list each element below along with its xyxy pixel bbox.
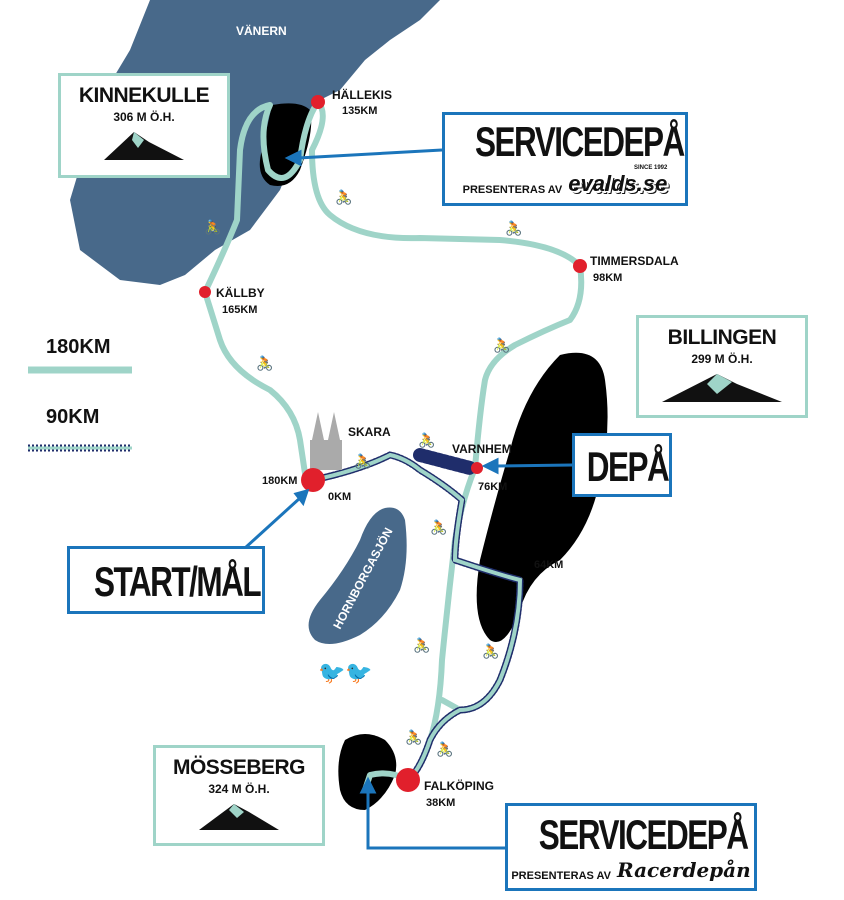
skara-label: SKARA	[348, 425, 391, 439]
mountain-icon	[662, 374, 782, 402]
evalds-logo: evalds.se	[568, 171, 668, 196]
cyclist-icon: 🚴	[482, 643, 499, 660]
stop-skara[interactable]	[301, 468, 325, 492]
cyclist-icon: 🚴	[413, 637, 430, 654]
cyclist-icon: 🚴	[256, 355, 273, 372]
stop-timmersdala[interactable]	[573, 259, 587, 273]
presented-by-label: PRESENTERAS AV	[511, 870, 611, 882]
callout-title: DEPÅ	[586, 443, 670, 490]
stop-hallekis[interactable]	[311, 95, 325, 109]
callout-arrows	[243, 148, 573, 850]
vanern-label: VÄNERN	[236, 23, 287, 38]
falkoping-label: FALKÖPING	[424, 778, 494, 793]
falkoping-km: 38KM	[426, 797, 455, 809]
cyclist-icon: 🚴	[418, 432, 435, 449]
varnhem-km: 76KM	[478, 481, 507, 493]
cyclist-icon: 🚴	[204, 219, 221, 236]
mountain-name: MÖSSEBERG	[172, 756, 306, 779]
route-90km	[309, 448, 524, 784]
skara-cathedral-icon	[310, 412, 342, 470]
mountain-box-mosseberg: MÖSSEBERG 324 M Ö.H.	[153, 745, 325, 846]
depot-callout[interactable]: DEPÅ	[572, 433, 672, 497]
mountain-icon	[104, 132, 184, 160]
callout-title: SERVICEDEPÅ	[538, 811, 749, 858]
cyclist-icon: 🚴	[493, 337, 510, 354]
service-depot-evalds-callout[interactable]: SERVICEDEPÅ PRESENTERAS AV SINCE 1992 ev…	[442, 112, 688, 206]
mountain-height: 324 M Ö.H.	[208, 782, 270, 796]
legend-90km: 90KM	[46, 406, 100, 428]
cyclist-icon: 🚴	[430, 519, 447, 536]
lake-vanern	[70, 0, 440, 285]
crane-birds-icon: 🐦🐦	[318, 660, 373, 685]
legend-180km: 180KM	[46, 336, 111, 358]
kallby-km: 165KM	[222, 304, 257, 316]
mountain-name: KINNEKULLE	[78, 84, 210, 107]
timmersdala-km: 98KM	[593, 272, 622, 284]
evalds-since: SINCE 1992	[634, 165, 668, 171]
mountain-box-billingen: BILLINGEN 299 M Ö.H.	[636, 315, 808, 418]
presented-by-label: PRESENTERAS AV	[462, 184, 563, 196]
stops	[199, 95, 587, 792]
callout-title: START/MÅL	[94, 558, 262, 605]
racerdepan-logo: Racerdepån	[616, 858, 751, 882]
start-finish-callout[interactable]: START/MÅL	[67, 546, 265, 614]
cyclist-icons: 🚴 🚴 🚴 🚴 🚴 🚴 🚴 🚴 🚴 🚴 🚴 🚴	[204, 189, 522, 758]
hallekis-km: 135KM	[342, 105, 377, 117]
varnhem-label: VARNHEM	[452, 442, 512, 456]
mountain-height: 299 M Ö.H.	[691, 352, 753, 366]
skara-end-km: 180KM	[262, 475, 297, 487]
stop-varnhem[interactable]	[471, 462, 483, 474]
timmersdala-label: TIMMERSDALA	[590, 254, 679, 268]
mountain-icon	[199, 804, 279, 830]
billingen-plateau	[476, 352, 608, 642]
cyclist-icon: 🚴	[436, 741, 453, 758]
hallekis-label: HÄLLEKIS	[332, 87, 392, 102]
kallby-label: KÄLLBY	[216, 285, 265, 300]
skara-start-km: 0KM	[328, 491, 351, 503]
cyclist-icon: 🚴	[354, 453, 371, 470]
mountain-box-kinnekulle: KINNEKULLE 306 M Ö.H.	[58, 73, 230, 178]
lake-hornborgasjon	[308, 507, 407, 644]
cyclist-icon: 🚴	[505, 220, 522, 237]
mountain-name: BILLINGEN	[667, 326, 777, 349]
stop-kallby[interactable]	[199, 286, 211, 298]
service-depot-racerdepan-callout[interactable]: SERVICEDEPÅ PRESENTERAS AV Racerdepån	[505, 803, 757, 891]
cyclist-icon: 🚴	[335, 189, 352, 206]
mountain-height: 306 M Ö.H.	[113, 110, 175, 124]
cyclist-icon: 🚴	[405, 729, 422, 746]
callout-title: SERVICEDEPÅ	[475, 118, 685, 165]
km-marker-64: 64KM	[534, 559, 563, 571]
mosseberg-hill	[338, 734, 397, 810]
stop-falkoping[interactable]	[396, 768, 420, 792]
